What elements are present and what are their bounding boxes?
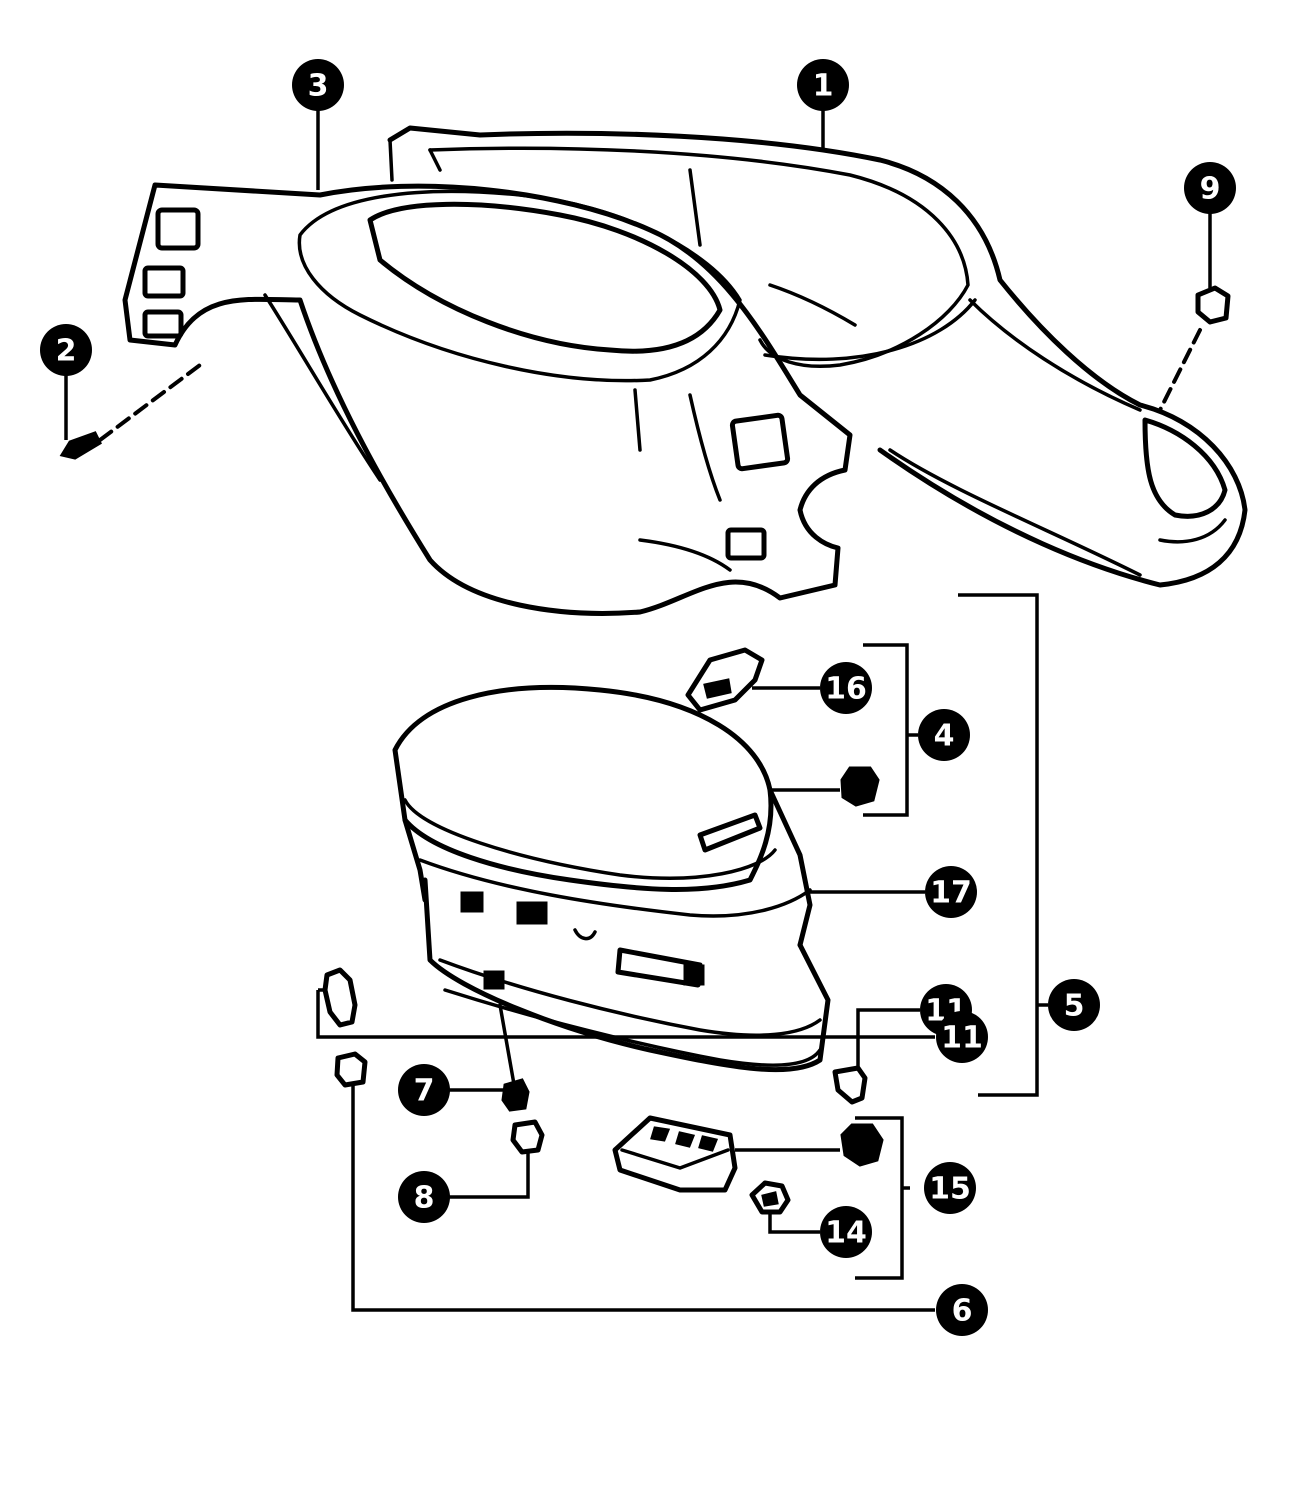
callout-1: 1	[797, 59, 849, 111]
callout-6-label: 6	[952, 1294, 973, 1329]
callout-15: 15	[924, 1162, 976, 1214]
callout-2-label: 2	[56, 334, 77, 369]
callout-14-label: 14	[825, 1216, 867, 1251]
callout-3: 3	[292, 59, 344, 111]
callout-2: 2	[40, 324, 92, 376]
bracket-part-16	[685, 647, 765, 713]
callout-7: 7	[398, 1064, 450, 1116]
callout-16-label: 16	[825, 672, 867, 707]
callout-7-label: 7	[414, 1074, 435, 1109]
callout-4-label: 4	[934, 719, 955, 754]
callout-8-label: 8	[414, 1181, 435, 1216]
callout-6: 6	[936, 1284, 988, 1336]
callout-9: 9	[1184, 162, 1236, 214]
callout-15-label: 15	[929, 1172, 971, 1207]
callout-8: 8	[398, 1171, 450, 1223]
callout-9-label: 9	[1200, 172, 1221, 207]
callout-5: 5	[1048, 979, 1100, 1031]
callout-4: 4	[918, 709, 970, 761]
instrument-cluster	[392, 685, 831, 1092]
socket-part-11-left	[322, 967, 358, 1028]
connector-part-7	[501, 1078, 530, 1112]
clip-part-9	[1158, 285, 1231, 412]
cap-part-6	[334, 1051, 368, 1088]
front-handlebar-cover	[122, 182, 853, 616]
connector-part-8	[510, 1119, 545, 1155]
bulb-socket-part-11-right	[832, 1065, 868, 1105]
callout-11-left-label: 11	[941, 1021, 983, 1056]
socket-block-part-15	[612, 1115, 884, 1193]
callout-17: 17	[925, 866, 977, 918]
callout-14: 14	[820, 1206, 872, 1258]
callout-17-label: 17	[930, 876, 972, 911]
rear-handlebar-cover	[387, 125, 1248, 588]
callout-11-left: 11	[936, 1011, 988, 1063]
bulb-holder-part-4	[840, 766, 880, 807]
callout-1-label: 1	[813, 69, 834, 104]
bulb-part-14	[749, 1180, 791, 1215]
callout-16: 16	[820, 662, 872, 714]
callout-5-label: 5	[1064, 989, 1085, 1024]
screw-part-2	[59, 363, 202, 460]
callout-3-label: 3	[308, 69, 329, 104]
